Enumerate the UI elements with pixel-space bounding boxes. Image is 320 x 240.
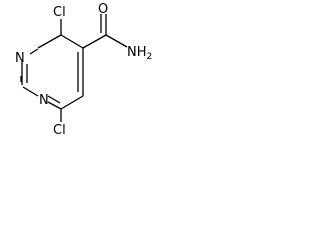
chemical-structure: Cl Cl N N O NH2 [15,2,152,138]
nitrogen-upper-label: N [15,51,25,66]
bond-c4-n3 [37,34,62,49]
amine-label: NH2 [127,45,152,62]
bond-n1-c6-inner [47,95,61,104]
oxygen-label: O [98,2,108,17]
amine-nh-text: NH [127,45,147,60]
bond-c4-c5-top [60,34,84,49]
bond-n1-c6 [47,101,62,110]
bond-n3-c4-stub [29,48,39,55]
bond-c6-c5 [60,95,84,110]
chlorine-bottom-label: Cl [53,123,66,138]
bond-c-n [105,34,128,48]
nitrogen-lower-label: N [39,93,49,108]
bond-c5-carbonyl [82,34,107,49]
bond-c2-n1 [22,86,39,97]
chlorine-top-label: Cl [53,5,66,20]
amine-subscript: 2 [147,52,153,62]
